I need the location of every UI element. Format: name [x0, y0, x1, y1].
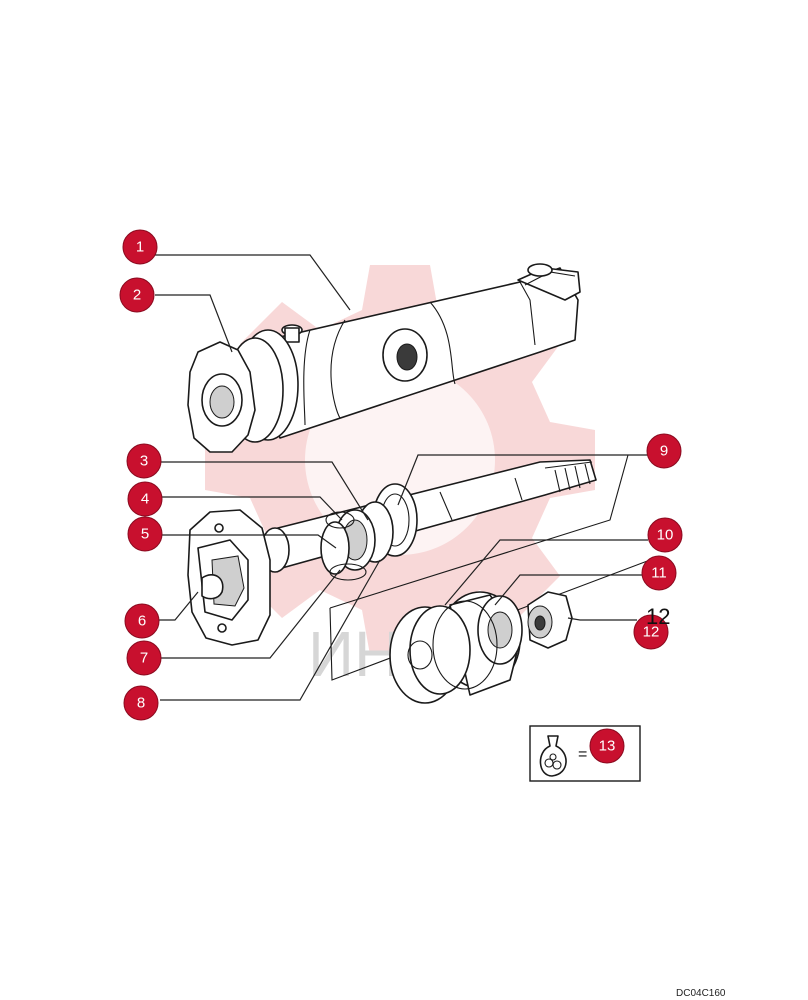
piston-ring	[432, 600, 498, 690]
svg-text:3: 3	[140, 453, 148, 470]
mounting-eye	[187, 509, 271, 646]
svg-text:6: 6	[138, 613, 146, 630]
svg-text:9: 9	[660, 443, 668, 460]
callout-5[interactable]: 5	[127, 516, 163, 552]
svg-text:4: 4	[141, 491, 149, 508]
callout-9[interactable]: 9	[646, 433, 682, 469]
cylinder-barrel	[187, 263, 581, 453]
piston	[389, 591, 523, 704]
callout-1[interactable]: 1	[122, 229, 158, 265]
callout-12[interactable]: 12	[633, 614, 669, 650]
parts-bag-icon	[539, 735, 567, 777]
legend-equals: =	[578, 746, 587, 763]
svg-text:11: 11	[651, 565, 667, 582]
callout-11[interactable]: 11	[641, 555, 677, 591]
callout-2[interactable]: 2	[119, 277, 155, 313]
drawing-code: DC04C160	[676, 988, 726, 999]
callout-10[interactable]: 10	[647, 517, 683, 553]
svg-text:1: 1	[136, 239, 144, 256]
callout-7[interactable]: 7	[126, 640, 162, 676]
svg-text:12: 12	[643, 624, 660, 641]
stray-part-number: 12	[646, 604, 670, 629]
callout-3[interactable]: 3	[126, 443, 162, 479]
callout-8[interactable]: 8	[123, 685, 159, 721]
leader-lines	[155, 254, 648, 701]
svg-text:8: 8	[137, 695, 145, 712]
svg-text:5: 5	[141, 526, 149, 543]
callout-6[interactable]: 6	[124, 603, 160, 639]
rod-nut	[527, 591, 573, 649]
callout-4[interactable]: 4	[127, 481, 163, 517]
callout-13[interactable]: 13	[589, 728, 625, 764]
svg-text:2: 2	[133, 287, 141, 304]
svg-text:10: 10	[657, 527, 674, 544]
parts-kit-legend: = 13	[529, 725, 641, 782]
svg-text:13: 13	[599, 738, 616, 755]
svg-text:7: 7	[140, 650, 148, 667]
